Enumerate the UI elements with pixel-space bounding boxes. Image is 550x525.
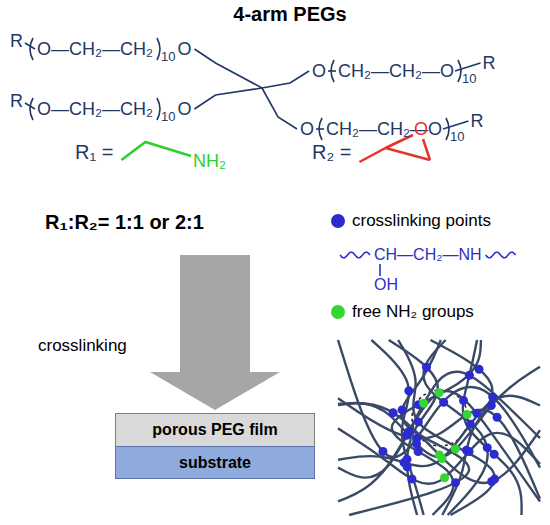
process-arrow xyxy=(150,255,280,410)
formula-text: O xyxy=(300,120,314,138)
formula-text: R xyxy=(482,54,495,72)
polymer-strand xyxy=(338,428,540,483)
chem-label: CH—CH₂—NH xyxy=(374,247,482,263)
crosslink-dot xyxy=(378,447,387,456)
bond-line xyxy=(423,139,430,160)
polymer-strand xyxy=(338,396,540,466)
bond-line xyxy=(262,88,297,129)
title: 4-arm PEGs xyxy=(233,4,346,24)
bond-line xyxy=(262,71,309,88)
legend-text: crosslinking points xyxy=(352,212,491,229)
crosslink-dot xyxy=(488,392,497,401)
crosslink-dot xyxy=(451,478,460,487)
polymer-strand xyxy=(392,340,481,515)
bracket xyxy=(30,38,33,60)
crosslink-dot xyxy=(422,363,431,372)
bracket xyxy=(157,98,160,120)
bond-line xyxy=(328,70,336,72)
formula-text: O—CH₂—CH₂ xyxy=(37,100,153,118)
bond-line xyxy=(194,49,262,88)
polymer-strand xyxy=(338,398,540,498)
formula-text: 10 xyxy=(161,110,175,123)
bond-line xyxy=(379,264,381,276)
formula-text: CH₂—CH₂—O xyxy=(338,62,454,80)
chem-label: NH₂ xyxy=(193,152,226,170)
formula-text: R xyxy=(10,32,23,50)
polymer-strand xyxy=(338,403,540,483)
crosslink-dot xyxy=(475,365,484,374)
crosslink-dot xyxy=(490,450,499,459)
crosslink-dot xyxy=(398,405,407,414)
polymer-strand xyxy=(349,340,469,515)
chain-wave xyxy=(486,252,516,258)
legend-dot xyxy=(331,214,345,228)
crosslink-dot xyxy=(487,477,496,486)
formula-text: R xyxy=(470,112,483,130)
formula-text: 10 xyxy=(462,72,476,85)
crosslink-dot xyxy=(407,474,416,483)
formula-text: R xyxy=(10,92,23,110)
layer-label: substrate xyxy=(179,454,251,472)
chem-label: OH xyxy=(374,277,398,293)
bond-line xyxy=(443,121,468,129)
chem-label: R₂ = xyxy=(312,142,351,162)
crosslink-dot xyxy=(405,427,414,436)
bracket xyxy=(458,60,461,82)
crosslink-dot xyxy=(414,447,423,456)
bond-line xyxy=(316,128,324,130)
polymer-network xyxy=(338,340,540,515)
crosslink-dot xyxy=(466,420,475,429)
substrate-layer: substrate xyxy=(115,446,315,479)
crosslink-dot xyxy=(493,413,502,422)
step-label: crosslinking xyxy=(38,337,127,354)
crosslink-dot xyxy=(412,434,421,443)
polymer-strand xyxy=(463,340,522,515)
formula-text: O xyxy=(177,40,191,58)
amine-dot xyxy=(435,388,444,397)
crosslink-dot xyxy=(439,398,448,407)
formula-text: O xyxy=(312,62,326,80)
crosslink-dot xyxy=(465,447,474,456)
chem-label: R₁ = xyxy=(75,142,113,162)
film-layer: porous PEG film xyxy=(115,413,315,447)
polymer-strand xyxy=(389,340,438,515)
crosslink-dot xyxy=(389,408,398,417)
bond-line xyxy=(455,63,480,71)
crosslink-dot xyxy=(403,462,412,471)
crosslink-dot xyxy=(465,371,474,380)
amine-dot xyxy=(463,410,472,419)
amine-dot xyxy=(451,445,460,454)
chain-wave xyxy=(340,252,370,258)
chem-label: R₁:R₂= 1:1 or 2:1 xyxy=(45,212,204,232)
layer-label: porous PEG film xyxy=(152,421,277,439)
crosslink-dot xyxy=(487,401,496,410)
crosslink-dot xyxy=(472,409,481,418)
amine-dot xyxy=(419,399,428,408)
bond-line xyxy=(194,88,262,109)
crosslink-dot xyxy=(404,386,413,395)
chem-label: O xyxy=(414,120,428,138)
bond-line xyxy=(121,142,191,160)
formula-text: O—CH₂—CH₂ xyxy=(37,40,153,58)
formula-text: 10 xyxy=(450,130,464,143)
legend-dot xyxy=(331,305,345,319)
polymer-strand xyxy=(338,372,540,478)
amine-dot xyxy=(440,473,449,482)
amine-dot xyxy=(435,450,444,459)
bond-line xyxy=(385,148,430,160)
legend-text: free NH₂ groups xyxy=(352,303,474,320)
crosslink-dot xyxy=(459,396,468,405)
polymer-strand xyxy=(430,340,492,515)
formula-text: O xyxy=(177,100,191,118)
bracket xyxy=(319,118,322,140)
crosslink-dot xyxy=(414,417,423,426)
bracket xyxy=(331,60,334,82)
formula-text: 10 xyxy=(161,50,175,63)
bracket xyxy=(157,38,160,60)
bracket xyxy=(446,118,449,140)
bracket xyxy=(30,98,33,120)
crosslink-dot xyxy=(483,443,492,452)
bond-line xyxy=(359,148,385,162)
